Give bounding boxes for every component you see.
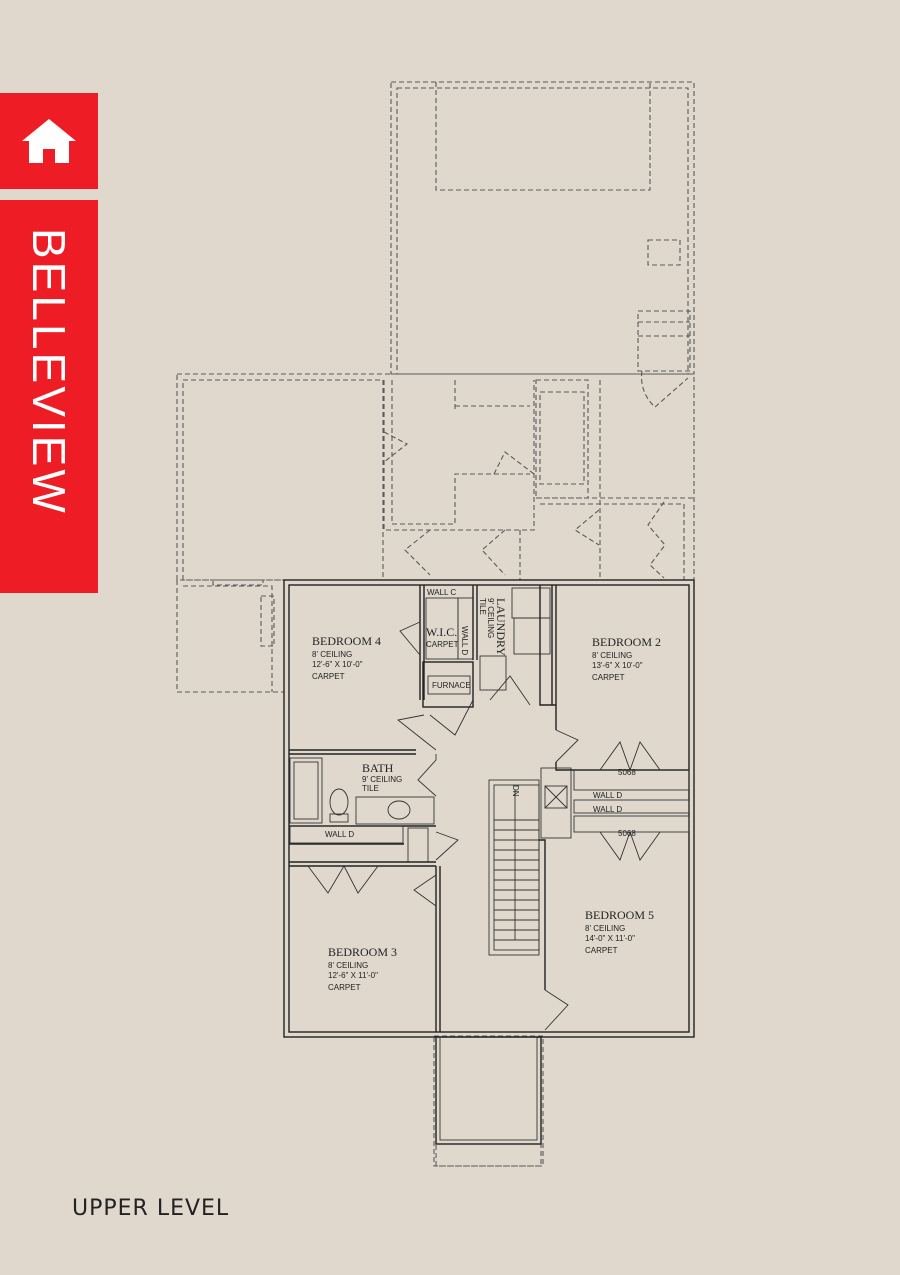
- room-labels: BEDROOM 4 8' CEILING 12'-6" X 10'-0" CAR…: [312, 588, 661, 992]
- bedroom2-name: BEDROOM 2: [592, 635, 661, 649]
- stair-treads: [494, 819, 539, 941]
- brand-name: BELLEVIEW: [23, 228, 75, 516]
- laundry-name: LAUNDRY: [494, 598, 508, 656]
- brand-tab: [0, 200, 98, 593]
- wic-name: W.I.C.: [426, 625, 457, 639]
- bedroom2-ceiling: 8' CEILING: [592, 651, 632, 660]
- bath-floor: TILE: [362, 784, 379, 793]
- bedroom4-ceiling: 8' CEILING: [312, 650, 352, 659]
- home-icon: [22, 119, 76, 163]
- bedroom4-name: BEDROOM 4: [312, 634, 381, 648]
- laundry-ceiling: 9' CEILING: [486, 598, 495, 638]
- bedroom5-floor: CARPET: [585, 946, 618, 955]
- wall-d-label-hall-1: WALL D: [593, 791, 622, 800]
- bedroom3-size: 12'-6" X 11'-0": [328, 971, 378, 980]
- bedroom3-floor: CARPET: [328, 983, 361, 992]
- wall-d-label-bath: WALL D: [325, 830, 354, 839]
- door-code-bedroom5: 5068: [618, 829, 636, 838]
- bedroom2-size: 13'-6" X 10'-0": [592, 661, 643, 670]
- furnace-label: FURNACE: [432, 681, 471, 690]
- bedroom5-size: 14'-0" X 11'-0": [585, 934, 635, 943]
- bedroom4-floor: CARPET: [312, 672, 345, 681]
- wall-d-label-wic: WALL D: [460, 626, 469, 655]
- upper-level-walls: [283, 579, 695, 1145]
- stair-dn-label: DN: [511, 785, 520, 797]
- laundry-floor: TILE: [478, 598, 487, 615]
- bedroom3-name: BEDROOM 3: [328, 945, 397, 959]
- wall-d-label-hall-2: WALL D: [593, 805, 622, 814]
- wic-floor: CARPET: [426, 640, 459, 649]
- door-code-bedroom2: 5068: [618, 768, 636, 777]
- bedroom5-name: BEDROOM 5: [585, 908, 654, 922]
- bedroom2-floor: CARPET: [592, 673, 625, 682]
- bedroom3-ceiling: 8' CEILING: [328, 961, 368, 970]
- lower-level-outline: [176, 81, 695, 1167]
- bedroom4-size: 12'-6" X 10'-0": [312, 660, 363, 669]
- wall-c-label: WALL C: [427, 588, 456, 597]
- bath-name: BATH: [362, 761, 394, 775]
- bath-ceiling: 9' CEILING: [362, 775, 402, 784]
- home-button[interactable]: [0, 93, 98, 189]
- bedroom5-ceiling: 8' CEILING: [585, 924, 625, 933]
- level-label: UPPER LEVEL: [72, 1196, 230, 1221]
